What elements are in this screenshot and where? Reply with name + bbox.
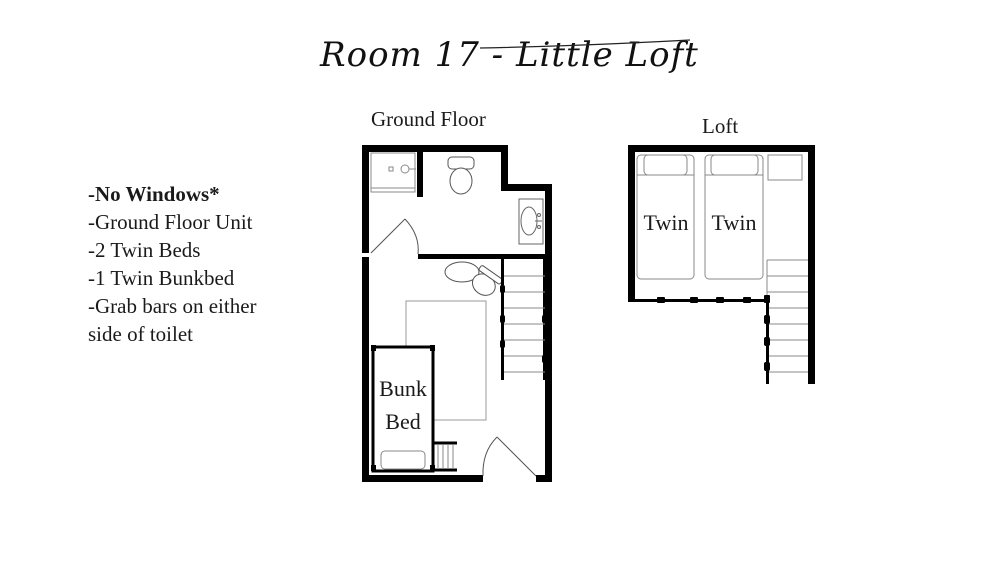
- feature-bunkbed: -1 Twin Bunkbed: [88, 266, 235, 290]
- toilet-2-icon: [444, 261, 503, 296]
- bunk-bed-label-1: Bunk: [379, 376, 427, 401]
- title-underline-flourish: Room 17 - Little Loft: [319, 35, 699, 75]
- feature-twin-beds: -2 Twin Beds: [88, 238, 201, 262]
- feature-grab-bars-cont: side of toilet: [88, 322, 193, 346]
- twin-bed-2-label: Twin: [712, 210, 757, 235]
- twin-bed-1-label: Twin: [644, 210, 689, 235]
- loft-stairs-icon: [766, 259, 808, 384]
- feature-no-windows: -No Windows*: [88, 182, 220, 206]
- ladder-icon: [433, 441, 457, 472]
- bathroom-door-icon: [370, 218, 419, 255]
- loft-plan: Twin Twin: [628, 145, 815, 384]
- loft-railing-icon: [633, 295, 770, 384]
- page-title: Room 17 - Little Loft: [300, 18, 720, 78]
- feature-grab-bars: -Grab bars on either: [88, 294, 257, 318]
- ground-floor-label: Ground Floor: [371, 107, 486, 131]
- ground-floor-walls: [362, 145, 552, 482]
- entry-door-icon: [482, 436, 537, 477]
- shower-icon: [370, 152, 416, 193]
- loft-walls: [628, 145, 815, 384]
- bunk-bed-icon: Bunk Bed: [371, 345, 435, 473]
- feature-ground-floor: -Ground Floor Unit: [88, 210, 253, 234]
- ground-stairs-icon: [500, 259, 547, 380]
- title-text: Room 17 - Little Loft: [319, 35, 699, 75]
- toilet-icon: [447, 156, 475, 195]
- features-list: -No Windows* -Ground Floor Unit -2 Twin …: [88, 180, 257, 348]
- loft-label: Loft: [702, 114, 739, 138]
- bunk-bed-label-2: Bed: [385, 409, 420, 434]
- ground-floor-plan: Bunk Bed: [362, 145, 552, 482]
- twin-bed-1-icon: Twin: [636, 154, 695, 280]
- nightstand-icon: [767, 154, 803, 181]
- twin-bed-2-icon: Twin: [704, 154, 764, 280]
- sink-icon: [518, 198, 544, 245]
